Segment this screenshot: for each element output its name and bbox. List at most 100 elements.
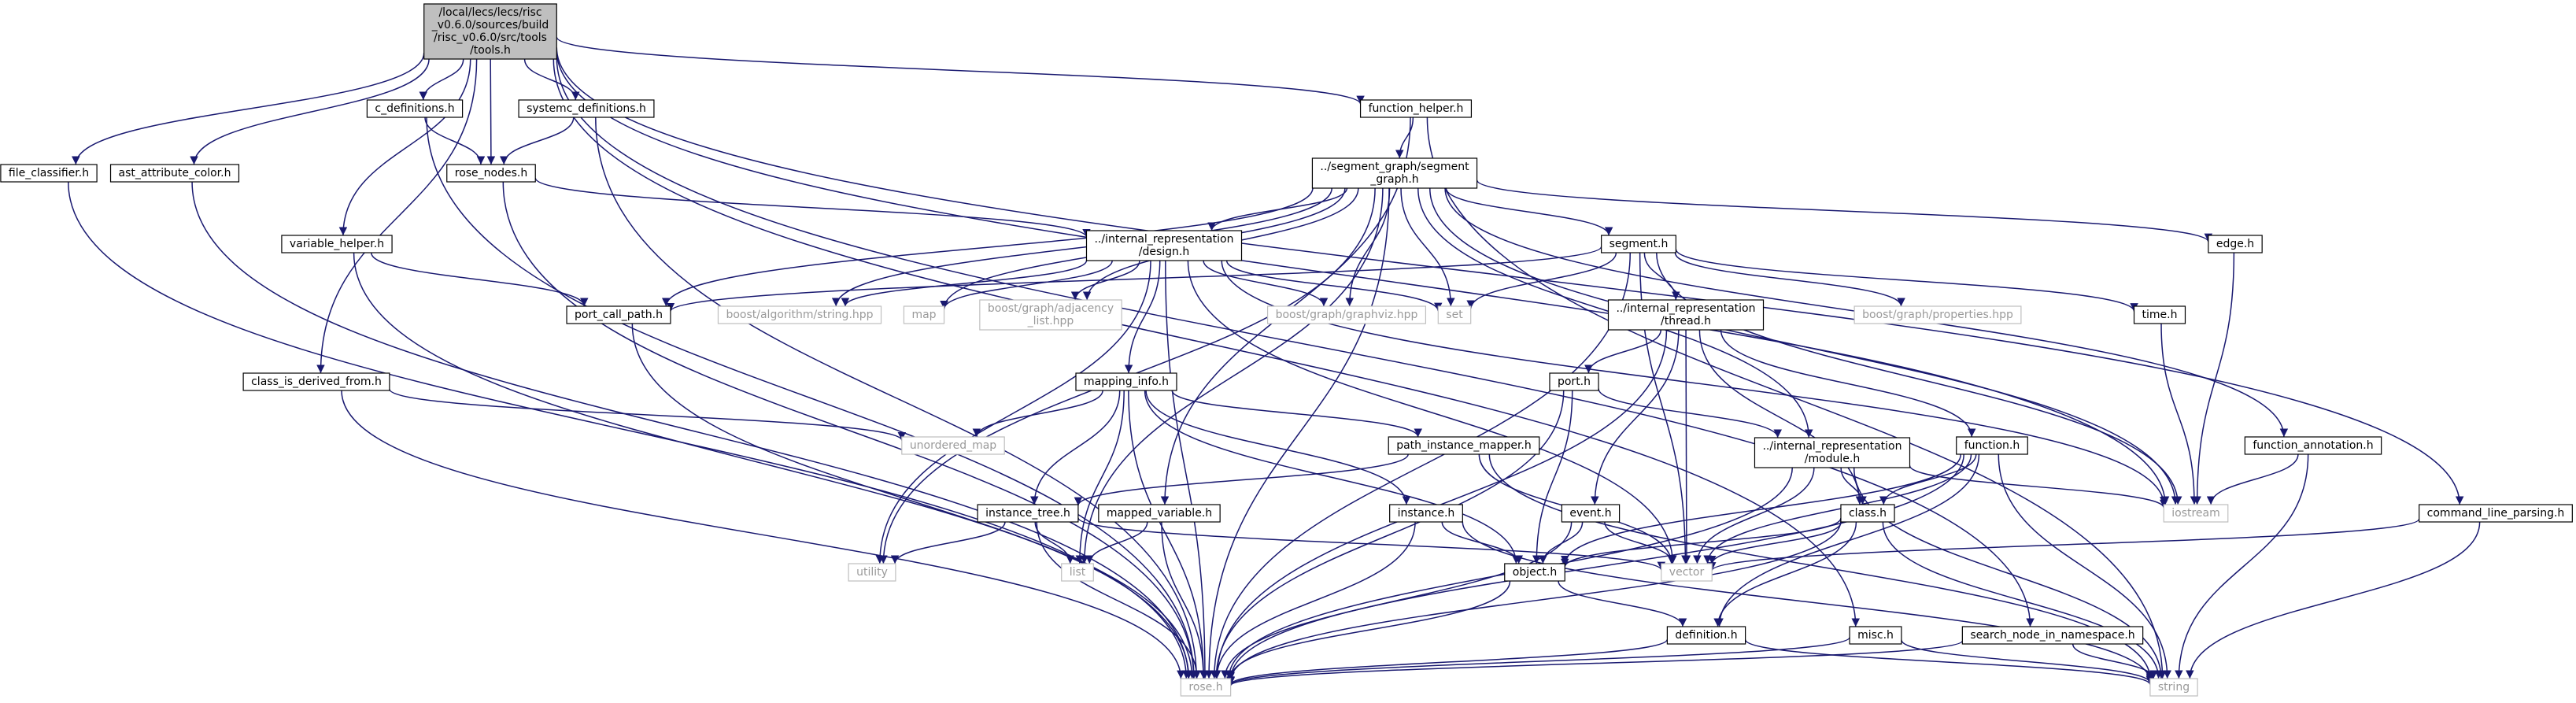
edge-mapping-info-to-unordered-map bbox=[972, 390, 1103, 438]
edge-design-to-rose bbox=[1165, 260, 1210, 679]
node-segment[interactable]: segment.h bbox=[1601, 235, 1676, 253]
edge-instance-tree-to-rose bbox=[1036, 521, 1201, 679]
node-box bbox=[979, 299, 1122, 331]
node-class[interactable]: class.h bbox=[1840, 504, 1895, 523]
edge-tools-to-class-is-derived-from bbox=[316, 58, 478, 374]
node-time[interactable]: time.h bbox=[2133, 305, 2186, 324]
edge-tools-to-search-node bbox=[556, 57, 2035, 627]
node-box bbox=[2208, 235, 2263, 253]
edge-function-helper-to-string bbox=[1426, 117, 2167, 679]
edge-mapping-info-to-object bbox=[1144, 390, 1521, 564]
node-ast-attribute-color[interactable]: ast_attribute_color.h bbox=[109, 164, 240, 183]
node-box bbox=[1085, 230, 1243, 261]
node-label: vector bbox=[1669, 566, 1705, 579]
node-box bbox=[977, 504, 1079, 523]
edge-port-to-rose bbox=[1212, 390, 1565, 679]
node-path-instance-mapper[interactable]: path_instance_mapper.h bbox=[1388, 436, 1540, 455]
edge-instance-to-rose bbox=[1212, 521, 1416, 679]
edge-port-to-object bbox=[1532, 390, 1573, 564]
node-label: iostream bbox=[2171, 507, 2220, 520]
edge-thread-to-port bbox=[1584, 329, 1662, 374]
node-rose-nodes[interactable]: rose_nodes.h bbox=[446, 164, 536, 183]
edge-function-to-object bbox=[1561, 453, 1962, 564]
node-file-classifier[interactable]: file_classifier.h bbox=[0, 164, 98, 183]
node-utility: utility bbox=[848, 563, 896, 582]
node-box bbox=[566, 305, 671, 324]
node-box bbox=[423, 3, 557, 60]
node-function-annotation[interactable]: function_annotation.h bbox=[2244, 436, 2382, 455]
node-command-line-parsing[interactable]: command_line_parsing.h bbox=[2419, 504, 2573, 523]
node-box bbox=[2244, 436, 2382, 455]
edge-segment-graph-to-set bbox=[1400, 187, 1455, 307]
node-map: map bbox=[903, 305, 945, 324]
edge-mapped-variable-to-list bbox=[1085, 521, 1148, 564]
node-c-definitions[interactable]: c_definitions.h bbox=[366, 99, 464, 118]
node-label: instance.h bbox=[1398, 507, 1455, 520]
edge-segment-to-boost-props bbox=[1674, 252, 1905, 307]
edge-instance-tree-to-utility bbox=[890, 521, 1006, 564]
node-search-node[interactable]: search_node_in_namespace.h bbox=[1961, 626, 2144, 645]
edge-function-to-rose bbox=[1226, 453, 1964, 680]
node-box bbox=[1666, 626, 1746, 645]
node-variable-helper[interactable]: variable_helper.h bbox=[281, 235, 393, 253]
node-instance[interactable]: instance.h bbox=[1389, 504, 1463, 523]
node-label: boost/algorithm/string.hpp bbox=[726, 309, 873, 321]
node-label: ../segment_graph/segment bbox=[1320, 161, 1469, 173]
node-design[interactable]: ../internal_representation/design.h bbox=[1085, 230, 1243, 261]
node-box bbox=[1389, 504, 1463, 523]
node-edge[interactable]: edge.h bbox=[2208, 235, 2263, 253]
node-set: set bbox=[1437, 305, 1472, 324]
node-instance-tree[interactable]: instance_tree.h bbox=[977, 504, 1079, 523]
node-tools[interactable]: /local/lecs/lecs/risc_v0.6.0/sources/bui… bbox=[423, 3, 557, 60]
node-mapped-variable[interactable]: mapped_variable.h bbox=[1098, 504, 1221, 523]
node-label: rose.h bbox=[1188, 681, 1222, 694]
edge-instance-tree-to-vector bbox=[1077, 517, 1665, 571]
edge-command-line-parsing-to-string bbox=[2186, 521, 2481, 679]
node-boost-adj: boost/graph/adjacency_list.hpp bbox=[979, 299, 1122, 331]
node-function-helper[interactable]: function_helper.h bbox=[1359, 99, 1473, 118]
node-label: unordered_map bbox=[910, 439, 996, 452]
edge-design-to-boost-string bbox=[841, 260, 1088, 307]
node-box bbox=[281, 235, 393, 253]
node-definition[interactable]: definition.h bbox=[1666, 626, 1746, 645]
edge-tools-to-iostream bbox=[556, 50, 2170, 505]
node-box bbox=[903, 305, 945, 324]
node-port-call-path[interactable]: port_call_path.h bbox=[566, 305, 671, 324]
node-iostream: iostream bbox=[2163, 504, 2229, 523]
node-object[interactable]: object.h bbox=[1504, 563, 1565, 582]
node-label: c_definitions.h bbox=[375, 102, 454, 115]
node-label: misc.h bbox=[1857, 629, 1894, 642]
edge-module-to-iostream bbox=[1909, 465, 2168, 509]
node-function[interactable]: function.h bbox=[1956, 436, 2028, 455]
node-box bbox=[1961, 626, 2144, 645]
node-box bbox=[2419, 504, 2573, 523]
edge-segment-graph-to-edge bbox=[1476, 179, 2212, 242]
node-systemc-definitions[interactable]: systemc_definitions.h bbox=[518, 99, 655, 118]
node-thread[interactable]: ../internal_representation/thread.h bbox=[1607, 299, 1765, 331]
edge-class-to-string bbox=[1882, 521, 2163, 679]
edge-path-instance-mapper-to-instance-tree bbox=[1074, 453, 1409, 506]
node-label: systemc_definitions.h bbox=[527, 102, 646, 115]
edge-edge-to-iostream bbox=[2193, 252, 2235, 505]
edge-systemc-definitions-to-rose-nodes bbox=[500, 117, 575, 165]
node-misc[interactable]: misc.h bbox=[1849, 626, 1902, 645]
node-label: set bbox=[1446, 309, 1463, 321]
node-module[interactable]: ../internal_representation/module.h bbox=[1754, 437, 1911, 468]
node-port[interactable]: port.h bbox=[1549, 372, 1599, 391]
node-event[interactable]: event.h bbox=[1561, 504, 1621, 523]
edge-function-annotation-to-iostream bbox=[2206, 453, 2299, 505]
node-class-is-derived-from[interactable]: class_is_derived_from.h bbox=[242, 372, 390, 391]
node-boost-props: boost/graph/properties.hpp bbox=[1853, 305, 2022, 324]
node-label: file_classifier.h bbox=[9, 167, 89, 179]
node-box bbox=[1754, 437, 1911, 468]
node-box bbox=[2133, 305, 2186, 324]
edge-definition-to-string bbox=[1744, 638, 2154, 686]
edge-tools-to-rose-nodes bbox=[486, 58, 496, 165]
node-box bbox=[0, 164, 98, 183]
node-mapping-info[interactable]: mapping_info.h bbox=[1075, 372, 1177, 391]
node-box bbox=[1311, 157, 1478, 189]
node-box bbox=[1266, 305, 1427, 324]
edge-mapping-info-to-rose bbox=[1128, 390, 1208, 679]
node-label: ast_attribute_color.h bbox=[119, 167, 231, 179]
node-segment-graph[interactable]: ../segment_graph/segment_graph.h bbox=[1311, 157, 1478, 189]
